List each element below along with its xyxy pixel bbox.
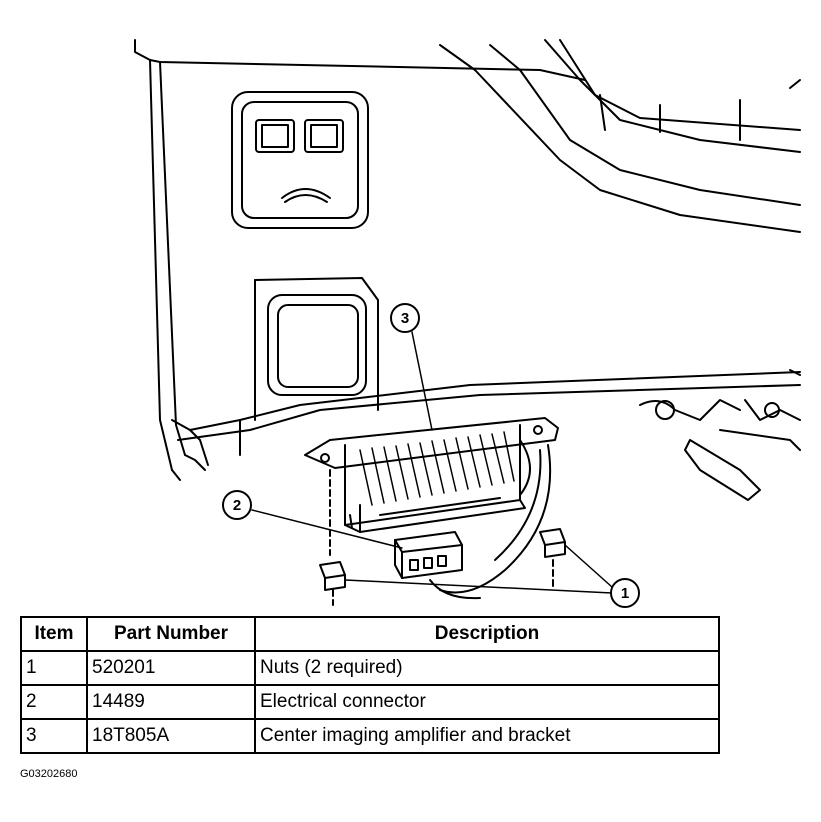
storage-pocket [254,277,379,421]
imaging-amplifier [304,417,559,533]
callout-3: 3 [390,303,420,333]
header-part-number: Part Number [86,616,256,652]
cell-item: 1 [20,650,88,686]
callout-2: 2 [222,490,252,520]
wiring-harness [639,369,801,501]
cell-item: 2 [20,684,88,720]
header-description: Description [254,616,720,652]
electrical-connector [394,531,463,579]
callout-1: 1 [610,578,640,608]
table-row: 1 520201 Nuts (2 required) [20,650,720,686]
figure-id: G03202680 [20,768,78,780]
cell-description: Center imaging amplifier and bracket [254,718,720,754]
switch-bezel [231,91,369,229]
nut-left [319,469,346,606]
cable [429,444,552,600]
cell-part-number: 14489 [86,684,256,720]
header-item: Item [20,616,88,652]
cell-description: Nuts (2 required) [254,650,720,686]
cell-part-number: 520201 [86,650,256,686]
leader-lines [251,331,613,594]
cell-description: Electrical connector [254,684,720,720]
nut-right [539,528,566,591]
svg-text:3: 3 [401,310,409,327]
parts-table: Item Part Number Description 1 520201 Nu… [20,616,720,754]
svg-text:1: 1 [621,585,629,602]
svg-text:2: 2 [233,497,241,514]
table-header-row: Item Part Number Description [20,616,720,652]
component-illustration: 3 2 1 [134,39,801,608]
cell-part-number: 18T805A [86,718,256,754]
table-row: 2 14489 Electrical connector [20,684,720,720]
cell-item: 3 [20,718,88,754]
table-row: 3 18T805A Center imaging amplifier and b… [20,718,720,754]
console-panel [134,39,801,481]
